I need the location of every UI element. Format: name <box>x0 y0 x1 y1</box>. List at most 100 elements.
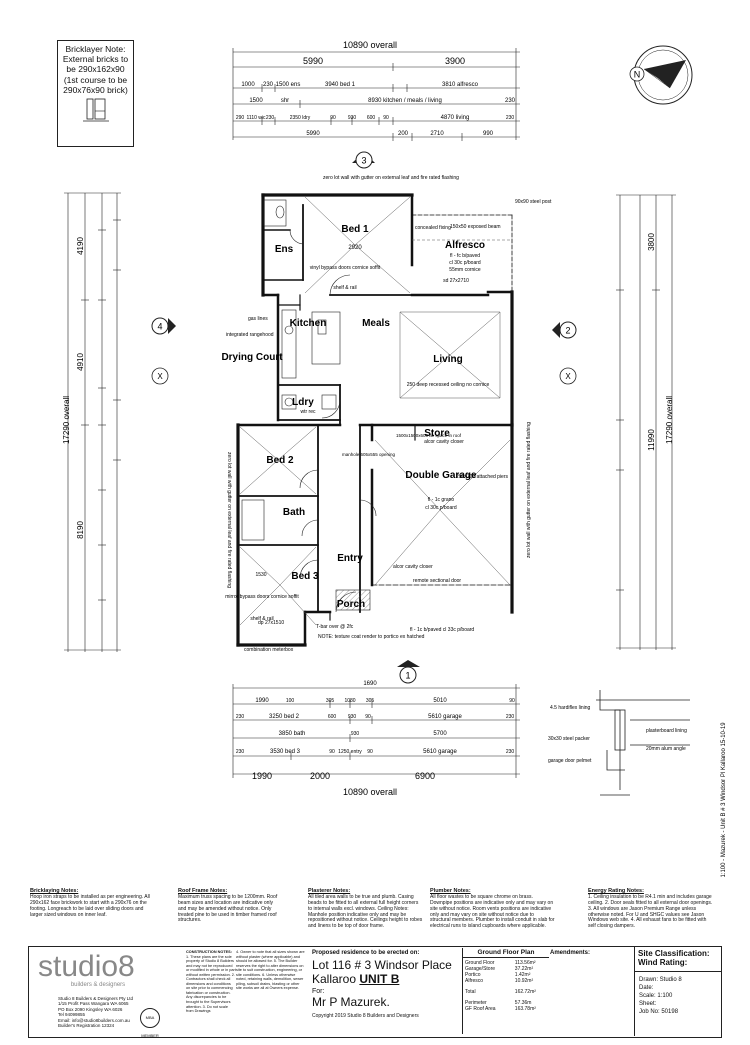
room-living-sub: 250 deep recessed ceiling no cornice <box>407 382 490 388</box>
dim-overall-left: 17290 overall <box>62 396 71 444</box>
site-class: Site Classification: <box>638 949 710 958</box>
dim-bottom: 305 <box>326 698 335 704</box>
area-value: 10.92m² <box>514 978 534 984</box>
client-name: Mr P Mazurek. <box>312 995 390 1009</box>
room-bed1-sub: vinyl bypass doors cornice soffit <box>310 265 381 271</box>
amendments: Amendments: <box>550 950 630 956</box>
notes-title: Plumber Notes: <box>430 888 471 894</box>
dim-bottom: 1080 <box>344 698 355 704</box>
room-bed1-dim: 2920 <box>348 245 362 251</box>
area-value: 1.42m² <box>514 972 531 978</box>
site-info: Site Classification: Wind Rating: Drawn:… <box>634 946 721 1036</box>
dim-top: 290 <box>236 115 245 121</box>
dim-bottom: 2000 <box>310 771 330 781</box>
side-reference: 1:100 - Mazurek - Unit B # 3 Windsor Pl … <box>721 722 727 878</box>
dim-top: 2710 <box>430 131 444 137</box>
note-beam: 150x50 exposed beam <box>450 224 501 230</box>
dim-top: 230 <box>506 115 515 121</box>
note-texture: NOTE: texture coat render to portico ex … <box>318 634 425 640</box>
wind-rating: Wind Rating: <box>635 958 721 972</box>
dim-bottom: 5610 garage <box>428 714 462 720</box>
dim-bottom: 90 <box>509 698 515 704</box>
dim-top: 230 <box>263 82 274 88</box>
area-value: 37.22m² <box>514 966 534 972</box>
area-label: Ground Floor <box>465 960 495 966</box>
eave-detail <box>596 690 690 796</box>
construction-notes-2-text: 4. Owner to note that all sizes shown ar… <box>236 950 305 991</box>
drawn-by: Drawn: Studio 8 <box>639 977 682 983</box>
project-info: Proposed residence to be erected on: Lot… <box>312 950 462 1019</box>
bricklayer-note-line: be 290x162x90 <box>66 64 125 75</box>
section-marker-left: 4 <box>151 317 176 335</box>
notes-plaster: Plasterer Notes: All tiled area walls to… <box>308 888 423 930</box>
dim-overall-right: 17290 overall <box>665 396 674 444</box>
room-bed3: Bed 3 <box>291 571 319 582</box>
room-porch: Porch <box>337 599 365 610</box>
mba-logo: MBA MEMBER <box>140 1008 160 1038</box>
area-label: Garage/Store <box>465 966 496 972</box>
floor-plan: 10890 overall 5990 3900 1000 230 1500 en… <box>62 40 727 878</box>
note-right-gutter: zero lot wall with gutter on external le… <box>526 422 532 558</box>
dim-bottom: 5010 <box>433 698 447 704</box>
svg-text:3: 3 <box>361 156 366 166</box>
area-label: Total <box>465 989 476 995</box>
room-ldry-sub: wtr rec <box>301 409 317 415</box>
room-bed1-shelf: shelf & rail <box>333 285 356 291</box>
room-bed3-sub: mirror bypass doors cornice soffit <box>225 594 299 600</box>
room-bed2: Bed 2 <box>266 455 294 466</box>
room-garage-sub: cl 30c p/board <box>425 505 457 511</box>
construction-notes-title: CONSTRUCTION NOTES: <box>186 950 232 954</box>
room-garage-piers: 290x100 attached piers <box>456 474 508 480</box>
room-bath: Bath <box>283 507 305 518</box>
logo-text: studio8 <box>38 950 135 983</box>
note-fixing: concealed fixing <box>415 225 451 231</box>
dim-bottom: 1990 <box>255 698 269 704</box>
room-bed3-shelf: shelf & rail <box>250 616 273 622</box>
company-tel: Tel 94099855 <box>58 1012 86 1018</box>
notes-text: All tiled area walls to be true and plum… <box>308 894 423 930</box>
section-marker-top: 3 <box>352 151 375 169</box>
notes-bricklaying: Bricklaying Notes: Hoop iron straps to b… <box>30 888 150 918</box>
eave-label: garage door pelmet <box>548 758 592 764</box>
suburb: Kallaroo <box>312 972 357 986</box>
area-value: 113.56m² <box>514 960 536 966</box>
dim-bottom-1690: 1690 <box>363 681 377 687</box>
construction-notes-text: 1. These plans are the sole property of … <box>186 954 236 1014</box>
company-logo: studio8 builders & designers <box>38 950 158 989</box>
dim-bottom: 90 <box>367 749 373 755</box>
dim-right: 3800 <box>647 233 656 251</box>
company-address: 1/15 Profit Pass Wangara WA 6065 <box>58 1001 129 1007</box>
note-gas-lines: gas lines <box>248 316 268 322</box>
company-po: PO Box 2090 Kingsley WA 6026 <box>58 1006 123 1012</box>
note-remote-door: remote sectional door <box>413 578 461 584</box>
eave-label: 30x30 steel packer <box>548 736 590 742</box>
notes-title: Energy Rating Notes: <box>588 888 644 894</box>
dim-top: 930 <box>348 115 357 121</box>
company-email: Email: info@studio8builders.com.au <box>58 1017 130 1023</box>
room-garage: Double Garage <box>405 470 477 481</box>
grid-x-right: X <box>559 367 577 385</box>
dim-bottom: 230 <box>236 714 245 720</box>
dim-top: 5990 <box>306 131 320 137</box>
dim-bottom: 305 <box>366 698 375 704</box>
bricklayer-note-line: External bricks to <box>62 54 129 65</box>
dim-overall-top: 10890 overall <box>343 40 397 50</box>
dim-top: 3940 bed 1 <box>325 82 356 88</box>
bricklayer-note-title: Bricklayer Note: <box>65 44 126 54</box>
dim-bottom: 600 <box>328 714 337 720</box>
dim-left: 8190 <box>76 521 85 539</box>
notes-text: All floor wastes to be square chrome on … <box>430 894 555 930</box>
dim-top: 230 <box>266 115 275 121</box>
company-name: Studio 8 Builders & Designers Pty Ltd <box>58 996 134 1001</box>
dim-top: 5990 <box>303 56 323 66</box>
dim-top: 1500 <box>249 98 263 104</box>
note-porch-finish: fl - 1c b/paved cl 33c p/board <box>410 627 474 633</box>
company-info: Studio 8 Builders & Designers Pty Ltd 1/… <box>58 996 133 1028</box>
bricklayer-note-line: (1st course to be <box>63 74 128 85</box>
room-entry: Entry <box>337 553 363 564</box>
note-alcor-entry: alcor cavity closer <box>393 564 433 570</box>
eave-label: 20mm alum angle <box>646 746 686 752</box>
svg-text:X: X <box>565 372 571 381</box>
dim-bottom: 6900 <box>415 771 435 781</box>
